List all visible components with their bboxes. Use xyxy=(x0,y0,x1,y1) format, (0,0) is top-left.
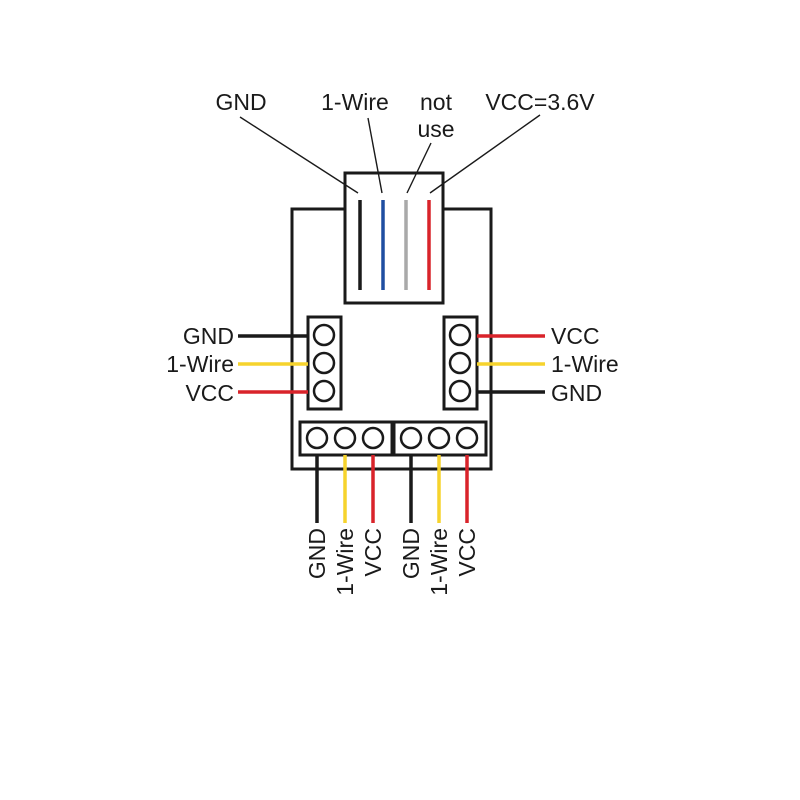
label-bottom-left-vcc: VCC xyxy=(360,528,386,577)
label-bottom-right-onewire: 1-Wire xyxy=(426,528,452,596)
left-pin-2 xyxy=(312,351,336,375)
leader-top-vcc xyxy=(429,114,541,194)
leader-top-gnd xyxy=(239,116,359,194)
label-bottom-left-gnd: GND xyxy=(304,528,330,579)
left-pin-3 xyxy=(312,379,336,403)
right-pin-3 xyxy=(448,379,472,403)
label-top-gnd: GND xyxy=(215,89,266,115)
bottom-left-pin-2 xyxy=(333,426,357,450)
left-pin-1 xyxy=(312,323,336,347)
bottom-right-pin-3 xyxy=(455,426,479,450)
leader-top-not-use xyxy=(406,142,432,194)
label-bottom-right-gnd: GND xyxy=(398,528,424,579)
bottom-left-pin-1 xyxy=(305,426,329,450)
leader-top-onewire xyxy=(367,117,383,194)
label-left-vcc: VCC xyxy=(185,380,234,406)
bottom-right-pin-2 xyxy=(427,426,451,450)
bottom-left-pin-3 xyxy=(361,426,385,450)
label-bottom-left-onewire: 1-Wire xyxy=(332,528,358,596)
label-right-onewire: 1-Wire xyxy=(551,351,619,377)
label-right-gnd: GND xyxy=(551,380,602,406)
label-left-gnd: GND xyxy=(183,323,234,349)
bottom-right-pin-1 xyxy=(399,426,423,450)
label-top-vcc: VCC=3.6V xyxy=(485,89,595,115)
label-top-onewire: 1-Wire xyxy=(321,89,389,115)
label-bottom-right-vcc: VCC xyxy=(454,528,480,577)
right-pin-1 xyxy=(448,323,472,347)
label-top-not: not xyxy=(420,89,453,115)
label-top-use: use xyxy=(417,116,454,142)
right-pin-2 xyxy=(448,351,472,375)
label-left-onewire: 1-Wire xyxy=(166,351,234,377)
label-right-vcc: VCC xyxy=(551,323,600,349)
